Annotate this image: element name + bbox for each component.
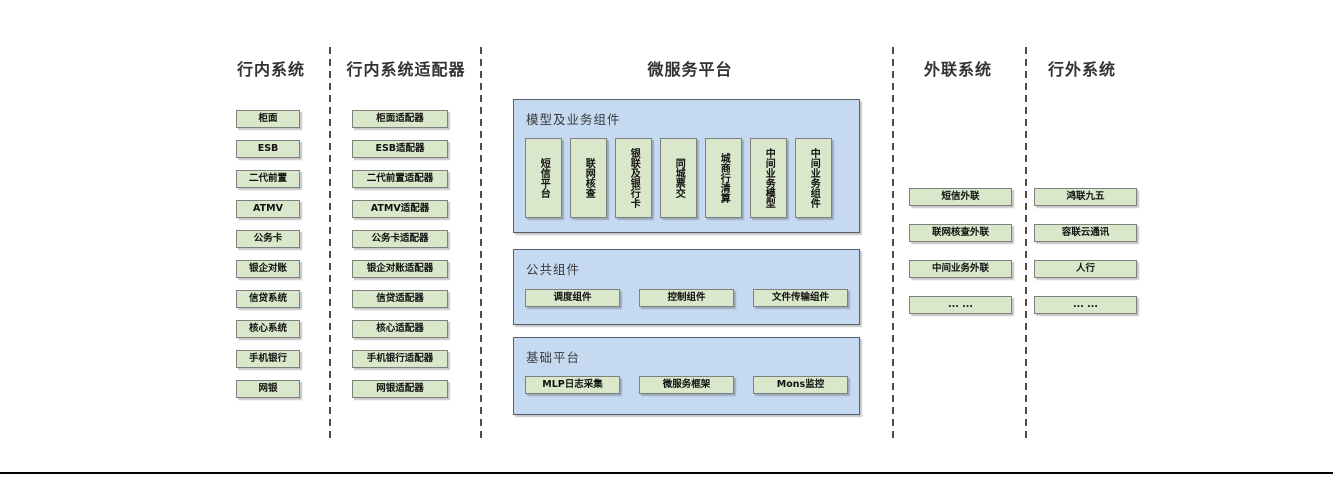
component-box: 短信平台 [525,138,562,218]
internal-adapters-column: 柜面适配器 ESB适配器 二代前置适配器 ATMV适配器 公务卡适配器 银企对账… [352,110,448,398]
component-box: 中间业务模型 [750,138,787,218]
adapter-box: 银企对账适配器 [352,260,448,278]
component-box: 微服务框架 [639,376,734,394]
component-label: 城商行清算 [718,153,730,203]
component-box: MLP日志采集 [525,376,620,394]
panel-common-components: 公共组件 调度组件 控制组件 文件传输组件 [513,249,860,325]
component-label: 中间业务组件 [808,148,820,208]
adapter-box: 信贷适配器 [352,290,448,308]
dashed-separator-3 [892,47,894,443]
system-box: 手机银行 [236,350,300,368]
adapter-box: 二代前置适配器 [352,170,448,188]
adapter-box: ESB适配器 [352,140,448,158]
column-title-internal-adapters: 行内系统适配器 [346,60,466,79]
system-box: 人行 [1034,260,1137,278]
adapter-box: 核心适配器 [352,320,448,338]
system-box: ... ... [1034,296,1137,314]
column-title-external-systems: 行外系统 [1047,60,1117,79]
internal-systems-column: 柜面 ESB 二代前置 ATMV 公务卡 银企对账 信贷系统 核心系统 手机银行… [236,110,300,398]
column-title-internal-systems: 行内系统 [236,60,306,79]
adapter-box: 手机银行适配器 [352,350,448,368]
component-box: 联网核查 [570,138,607,218]
adapter-box: 柜面适配器 [352,110,448,128]
column-title-microservice-platform: 微服务平台 [647,60,733,79]
bottom-border-line [0,472,1333,474]
system-box: ESB [236,140,300,158]
component-row: 调度组件 控制组件 文件传输组件 [525,289,848,307]
external-systems-column: 鸿联九五 容联云通讯 人行 ... ... [1034,188,1137,314]
system-box: 银企对账 [236,260,300,278]
component-box: 控制组件 [639,289,734,307]
component-label: 短信平台 [538,158,550,198]
panel-title: 基础平台 [526,350,581,365]
dashed-separator-4 [1025,47,1027,443]
component-box: 调度组件 [525,289,620,307]
component-label: 联网核查 [583,158,595,198]
component-label: 同城票交 [673,158,685,198]
system-box: 中间业务外联 [909,260,1012,278]
system-box: 鸿联九五 [1034,188,1137,206]
component-label: 银联及银行卡 [628,148,640,208]
system-box: 容联云通讯 [1034,224,1137,242]
adapter-box: 公务卡适配器 [352,230,448,248]
system-box: 信贷系统 [236,290,300,308]
dashed-separator-1 [329,47,331,443]
external-link-systems-column: 短信外联 联网核查外联 中间业务外联 ... ... [909,188,1012,314]
component-box: Mons监控 [753,376,848,394]
system-box: 网银 [236,380,300,398]
panel-title: 模型及业务组件 [526,112,621,127]
system-box: ATMV [236,200,300,218]
system-box: 公务卡 [236,230,300,248]
component-box: 同城票交 [660,138,697,218]
system-box: 柜面 [236,110,300,128]
system-box: 短信外联 [909,188,1012,206]
adapter-box: 网银适配器 [352,380,448,398]
system-box: 核心系统 [236,320,300,338]
component-row: MLP日志采集 微服务框架 Mons监控 [525,376,848,394]
system-box: 二代前置 [236,170,300,188]
component-box: 银联及银行卡 [615,138,652,218]
system-box: ... ... [909,296,1012,314]
dashed-separator-2 [480,47,482,443]
component-box: 文件传输组件 [753,289,848,307]
column-title-external-link-systems: 外联系统 [923,60,993,79]
adapter-box: ATMV适配器 [352,200,448,218]
panel-model-business-components: 模型及业务组件 短信平台 联网核查 银联及银行卡 同城票交 城商行清算 中间业务… [513,99,860,233]
component-row: 短信平台 联网核查 银联及银行卡 同城票交 城商行清算 中间业务模型 中间业务组… [525,138,832,218]
system-box: 联网核查外联 [909,224,1012,242]
component-box: 中间业务组件 [795,138,832,218]
panel-base-platform: 基础平台 MLP日志采集 微服务框架 Mons监控 [513,337,860,415]
component-box: 城商行清算 [705,138,742,218]
panel-title: 公共组件 [526,262,581,277]
component-label: 中间业务模型 [763,148,775,208]
